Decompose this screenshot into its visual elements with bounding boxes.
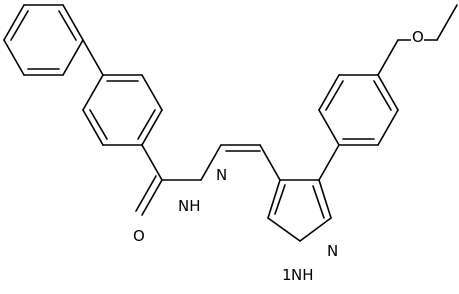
amide-nh-label: NH — [178, 197, 201, 215]
bond — [62, 4, 84, 41]
pyrazole-nh-label: NH — [291, 266, 314, 284]
bond — [377, 74, 399, 111]
bond — [200, 144, 222, 181]
bond — [82, 74, 104, 111]
bond — [377, 109, 399, 146]
bond — [318, 109, 340, 146]
pyrazole-nh-atom: 1 NH — [281, 265, 317, 284]
bond — [267, 217, 301, 242]
methoxy-oxygen-atom: O — [411, 27, 424, 46]
atom-label-layer: O NH N N 1 NH O — [132, 27, 424, 284]
bond — [10, 10, 29, 41]
bond — [3, 4, 25, 41]
bond — [3, 39, 25, 76]
bond — [373, 80, 392, 111]
pyrazole-n-label: N — [327, 242, 338, 260]
bond — [436, 4, 458, 41]
bond — [318, 179, 332, 219]
imine-n-atom: N — [215, 165, 229, 184]
bond-layer — [3, 4, 458, 242]
bond — [325, 80, 344, 111]
bond — [141, 109, 163, 146]
bond — [312, 185, 325, 219]
bond — [58, 10, 77, 41]
imine-n-label: N — [216, 166, 227, 184]
bond — [89, 109, 108, 140]
pyrazole-nh-locant: 1 — [282, 266, 292, 284]
bond — [82, 39, 104, 76]
bond — [141, 144, 163, 181]
carbonyl-oxygen-atom: O — [132, 226, 145, 245]
bond — [259, 144, 281, 181]
methoxy-oxygen-label: O — [412, 28, 424, 46]
bond — [299, 217, 332, 242]
pyrazole-n-atom: N — [326, 241, 340, 260]
bond — [274, 184, 286, 215]
bond — [137, 109, 156, 140]
amide-nh-atom: NH — [177, 196, 203, 215]
carbonyl-oxygen-label: O — [133, 227, 145, 245]
bond — [141, 179, 163, 216]
bond — [141, 74, 163, 111]
bond — [82, 109, 104, 146]
bond — [62, 39, 84, 76]
bond — [318, 74, 340, 111]
bond — [135, 175, 157, 212]
bond — [377, 39, 399, 76]
bond — [318, 144, 340, 181]
bond — [267, 179, 281, 219]
